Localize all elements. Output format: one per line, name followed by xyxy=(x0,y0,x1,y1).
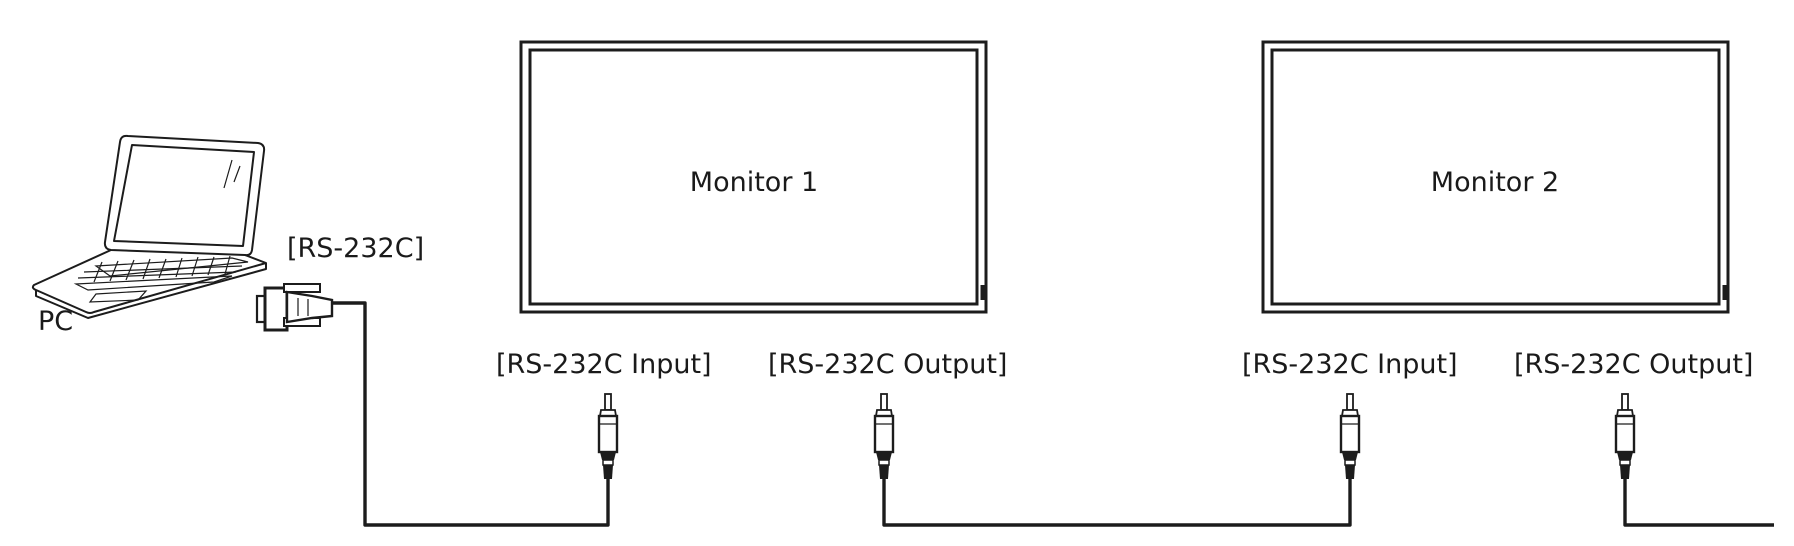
monitor-2-output-jack-icon xyxy=(1614,392,1636,481)
monitor-1-output-label: [RS-232C Output] xyxy=(768,349,1007,380)
monitor-2-name: Monitor 2 xyxy=(1431,167,1559,198)
monitor-1-output-jack-icon xyxy=(873,392,895,481)
monitor-1-input-jack-icon xyxy=(597,392,619,481)
pc-label: PC xyxy=(38,306,73,337)
laptop-icon xyxy=(31,134,267,319)
pc-port-label: [RS-232C] xyxy=(287,233,424,264)
monitor-1-to-monitor-2-cable xyxy=(882,479,1352,527)
pc-to-monitor-1-cable xyxy=(332,301,610,527)
monitor-2-display-icon xyxy=(1261,40,1730,314)
monitor-1-display-icon xyxy=(519,40,988,314)
db9-connector-icon xyxy=(255,283,334,332)
monitor-1-name: Monitor 1 xyxy=(690,167,818,198)
monitor-2-output-label: [RS-232C Output] xyxy=(1514,349,1753,380)
monitor-1-input-label: [RS-232C Input] xyxy=(496,349,712,380)
monitor-2-input-label: [RS-232C Input] xyxy=(1242,349,1458,380)
monitor-2-output-cable xyxy=(1623,479,1774,527)
monitor-2-input-jack-icon xyxy=(1339,392,1361,481)
